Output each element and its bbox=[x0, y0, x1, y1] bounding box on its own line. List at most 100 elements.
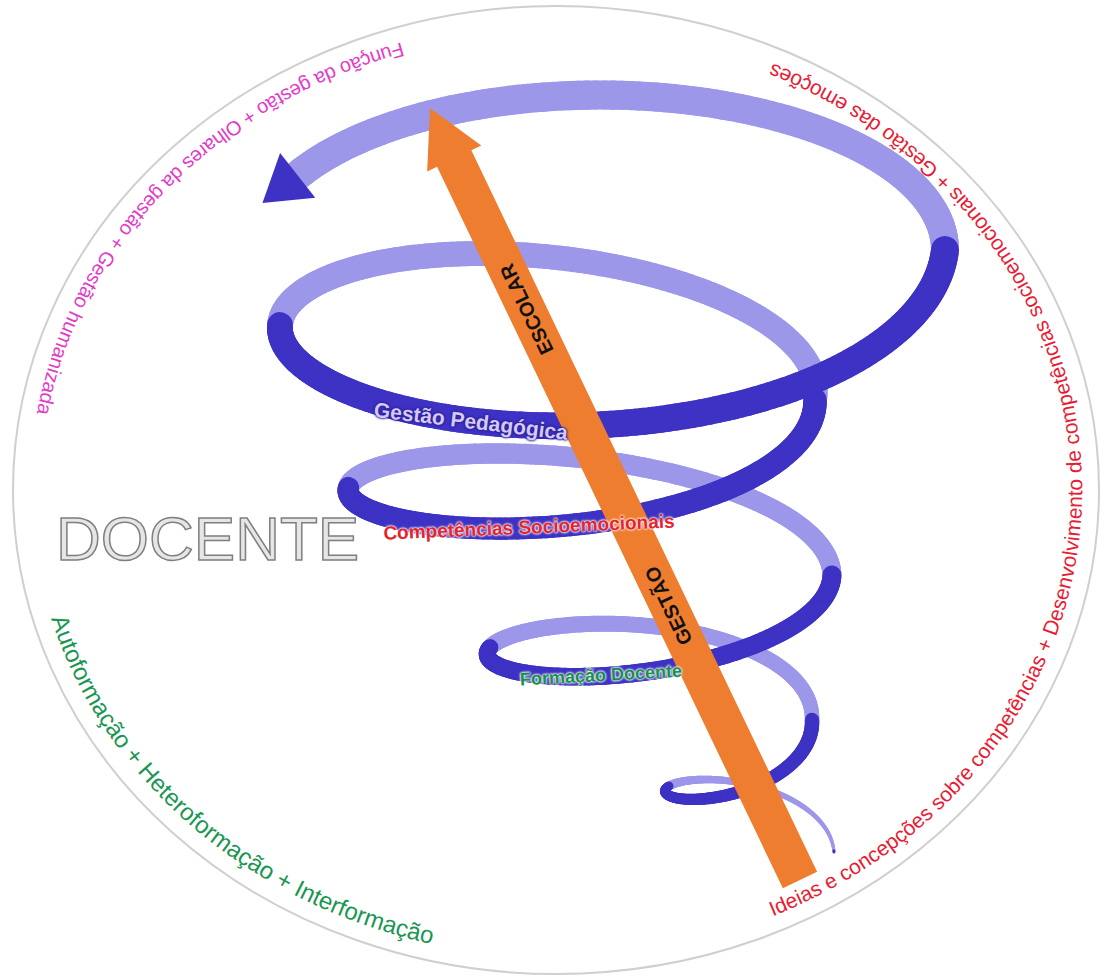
ribbon-segment bbox=[479, 647, 496, 665]
ribbon-segment bbox=[359, 475, 361, 476]
arc-letter bbox=[1064, 473, 1085, 480]
ribbon-segment bbox=[894, 169, 898, 172]
ribbon-segment bbox=[478, 241, 485, 266]
ribbon-segment bbox=[267, 325, 293, 327]
ribbon-segment bbox=[687, 777, 688, 785]
ribbon-segment bbox=[749, 781, 751, 788]
ribbon-segment bbox=[515, 626, 517, 643]
ribbon-segment bbox=[583, 616, 587, 632]
ribbon-segment bbox=[291, 300, 293, 302]
ribbon-segment bbox=[757, 501, 761, 503]
ribbon-segment bbox=[716, 791, 718, 803]
arrow-drawing bbox=[403, 95, 827, 893]
ribbon-segment bbox=[798, 746, 813, 748]
ribbon-segment bbox=[353, 479, 354, 480]
ribbon-segment bbox=[942, 259, 943, 263]
ribbon-segment bbox=[747, 781, 749, 788]
ribbon-segment bbox=[798, 755, 799, 756]
ribbon-segment bbox=[479, 646, 496, 664]
ribbon-segment bbox=[355, 478, 356, 479]
ribbon-segment bbox=[774, 328, 778, 331]
ribbon-segment bbox=[402, 450, 406, 472]
ribbon-segment bbox=[301, 291, 304, 293]
ribbon-segment bbox=[810, 812, 811, 813]
ribbon-segment bbox=[321, 156, 326, 159]
ribbon-segment bbox=[725, 489, 730, 491]
ribbon-segment bbox=[702, 776, 704, 784]
ribbon-segment bbox=[802, 702, 817, 704]
ribbon-segment bbox=[519, 444, 525, 465]
ribbon-segment bbox=[514, 443, 520, 464]
ribbon-segment bbox=[452, 241, 458, 266]
ribbon-segment bbox=[759, 777, 761, 791]
ribbon-segment bbox=[511, 627, 513, 644]
ribbon-segment bbox=[673, 84, 681, 114]
ribbon-segment bbox=[707, 793, 709, 805]
ribbon-segment bbox=[763, 657, 766, 658]
ribbon-segment bbox=[660, 471, 666, 472]
ribbon-segment bbox=[803, 749, 804, 751]
ribbon-segment bbox=[940, 223, 941, 227]
ribbon-segment bbox=[508, 443, 514, 463]
ribbon-segment bbox=[816, 817, 817, 818]
ribbon-segment bbox=[685, 777, 686, 785]
ribbon-segment bbox=[731, 485, 736, 487]
ribbon-segment bbox=[345, 270, 350, 271]
ribbon-segment bbox=[509, 628, 511, 645]
docente-title: DOCENTE bbox=[56, 508, 359, 570]
ribbon-segment bbox=[294, 357, 296, 359]
ribbon-segment bbox=[749, 650, 752, 651]
ribbon-segment bbox=[343, 144, 349, 147]
ribbon-segment bbox=[660, 786, 670, 796]
ribbon-segment bbox=[387, 126, 394, 128]
ribbon-segment bbox=[729, 777, 731, 784]
ribbon-segment bbox=[699, 626, 703, 642]
ribbon-segment bbox=[906, 319, 910, 323]
ribbon-segment bbox=[337, 489, 358, 490]
ribbon-segment bbox=[576, 616, 580, 632]
ribbon-segment bbox=[325, 381, 329, 383]
ribbon-segment bbox=[800, 417, 824, 420]
ribbon-segment bbox=[729, 490, 734, 492]
ribbon-segment bbox=[356, 477, 358, 478]
ribbon-segment bbox=[502, 100, 510, 101]
ribbon-segment bbox=[724, 777, 726, 784]
ribbon-segment bbox=[348, 391, 353, 393]
ribbon-segment bbox=[787, 766, 789, 767]
ribbon-segment bbox=[811, 813, 812, 814]
ribbon-segment bbox=[790, 764, 792, 765]
arc-letter: e bbox=[1062, 449, 1084, 462]
ribbon-segment bbox=[686, 655, 691, 674]
ribbon-segment bbox=[830, 841, 834, 842]
ribbon-segment bbox=[816, 606, 818, 608]
ribbon-segment bbox=[369, 510, 372, 511]
ribbon-segment bbox=[688, 794, 689, 805]
ribbon-segment bbox=[809, 423, 810, 426]
ribbon-segment bbox=[803, 689, 804, 691]
ribbon-segment bbox=[492, 241, 499, 266]
ribbon-segment bbox=[691, 500, 696, 502]
ribbon-segment bbox=[780, 772, 782, 773]
ribbon-segment bbox=[828, 835, 832, 836]
ribbon-segment bbox=[669, 417, 677, 418]
ribbon-segment bbox=[878, 341, 883, 345]
ribbon-segment bbox=[366, 509, 368, 510]
ribbon-segment bbox=[756, 398, 764, 400]
ribbon-segment bbox=[423, 115, 430, 117]
ribbon-segment bbox=[660, 788, 670, 798]
ribbon-segment bbox=[620, 268, 627, 269]
ribbon-segment bbox=[752, 651, 755, 652]
arc-letter: n bbox=[1064, 496, 1085, 508]
ribbon-segment bbox=[371, 511, 374, 512]
ribbon-segment bbox=[793, 444, 795, 447]
ribbon-segment bbox=[340, 497, 362, 498]
ribbon-segment bbox=[822, 575, 841, 577]
ribbon-segment bbox=[897, 326, 901, 330]
ribbon-segment bbox=[643, 467, 649, 468]
ribbon-segment bbox=[677, 282, 683, 284]
ribbon-segment bbox=[611, 410, 619, 438]
ribbon-segment bbox=[826, 554, 827, 556]
ribbon-segment bbox=[539, 620, 542, 637]
ribbon-segment bbox=[712, 792, 714, 804]
ribbon-segment bbox=[785, 452, 788, 455]
